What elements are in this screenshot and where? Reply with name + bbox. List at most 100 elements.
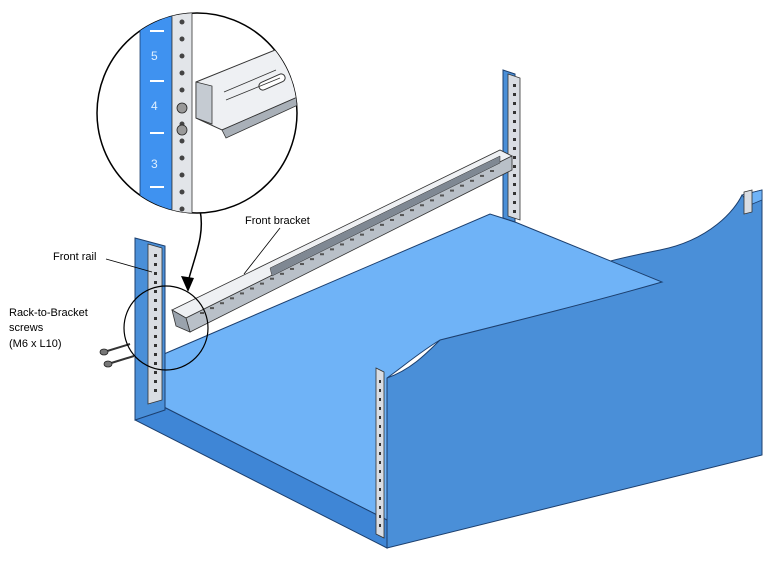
bracket-slot-5 xyxy=(250,287,254,290)
leader-front-rail xyxy=(105,258,153,273)
detail-unit-3: 3 xyxy=(151,157,158,171)
rear-rail-hole-8 xyxy=(513,156,516,159)
bracket-slot-19 xyxy=(390,218,394,221)
front-rail-hole-12 xyxy=(154,362,157,365)
bracket-slot-11 xyxy=(310,258,314,261)
bracket-slot-13 xyxy=(330,248,334,251)
label-front-rail: Front rail xyxy=(53,251,97,263)
detail-hole-11 xyxy=(179,206,185,212)
detail-hole-9 xyxy=(179,172,185,178)
rear-rail-hole-7 xyxy=(513,147,516,150)
rear-rail-hole-1 xyxy=(513,93,516,96)
bracket-slot-17 xyxy=(370,228,374,231)
right-rail-hole-3 xyxy=(379,407,381,410)
bracket-slot-2 xyxy=(220,302,224,305)
detail-hole-1 xyxy=(179,36,185,42)
rear-rail-hole-12 xyxy=(513,192,516,195)
label-front-bracket: Front bracket xyxy=(245,215,310,227)
front-rail-hole-4 xyxy=(154,290,157,293)
bracket-slot-26 xyxy=(460,184,464,187)
bracket-slot-12 xyxy=(320,253,324,256)
rear-rail-hole-2 xyxy=(513,102,516,105)
rear-rail-hole-0 xyxy=(513,84,516,87)
front-rail-holes xyxy=(154,254,157,392)
rear-rail-hole-3 xyxy=(513,111,516,114)
right-rail-hole-8 xyxy=(379,452,381,455)
label-screws-line1: Rack-to-Bracket xyxy=(9,307,88,319)
right-rail-hole-13 xyxy=(379,497,381,500)
rear-rail-hole-6 xyxy=(513,138,516,141)
magnifier-arrow xyxy=(181,209,203,292)
right-rail-hole-5 xyxy=(379,425,381,428)
detail-hole-10 xyxy=(179,189,185,195)
detail-unit-ticks xyxy=(150,30,164,188)
bracket-slot-28 xyxy=(480,174,484,177)
right-rail-hole-2 xyxy=(379,398,381,401)
right-rail-hole-15 xyxy=(379,515,381,518)
detail-hole-7 xyxy=(179,138,185,144)
zoom-region-circle xyxy=(123,285,209,371)
bracket-slots xyxy=(200,170,494,314)
rear-rail-hole-13 xyxy=(513,201,516,204)
detail-slot xyxy=(258,73,286,91)
detail-tick-2 xyxy=(150,132,164,134)
front-rail-hole-14 xyxy=(154,380,157,383)
bracket-slot-14 xyxy=(340,243,344,246)
front-rail-hole-15 xyxy=(154,389,157,392)
detail-rail xyxy=(171,13,193,213)
rear-rail-hole-14 xyxy=(513,210,516,213)
front-rail-hole-2 xyxy=(154,272,157,275)
detail-unit-5: 5 xyxy=(151,49,158,63)
rear-rail-hole-9 xyxy=(513,165,516,168)
bracket-slot-7 xyxy=(270,277,274,280)
right-rail-hole-9 xyxy=(379,461,381,464)
bracket-slot-16 xyxy=(360,233,364,236)
front-rail-hole-8 xyxy=(154,326,157,329)
rear-right-rail-2 xyxy=(743,189,753,215)
screw-lower xyxy=(103,355,135,368)
detail-unit-4: 4 xyxy=(151,99,158,113)
bracket-slot-9 xyxy=(290,267,294,270)
detail-hole-8 xyxy=(179,155,185,161)
bracket-slot-15 xyxy=(350,238,354,241)
bracket-slot-10 xyxy=(300,263,304,266)
front-rail-hole-9 xyxy=(154,335,157,338)
front-rail-hole-11 xyxy=(154,353,157,356)
bracket-slot-24 xyxy=(440,194,444,197)
rack-to-bracket-screws xyxy=(99,343,135,368)
label-screws-line2: screws xyxy=(9,322,44,334)
detail-rack-post xyxy=(139,13,173,213)
front-rail xyxy=(147,243,163,405)
right-rail-hole-0 xyxy=(379,380,381,383)
front-rail-hole-5 xyxy=(154,299,157,302)
right-rail-hole-11 xyxy=(379,479,381,482)
front-rail-hole-0 xyxy=(154,254,157,257)
rack-floor xyxy=(149,213,664,521)
detail-tick-0 xyxy=(150,30,164,32)
bracket-slot-25 xyxy=(450,189,454,192)
front-rail-hole-6 xyxy=(154,308,157,311)
right-rail-hole-4 xyxy=(379,416,381,419)
bracket-slot-6 xyxy=(260,282,264,285)
right-rail-hole-1 xyxy=(379,389,381,392)
front-rail-hole-3 xyxy=(154,281,157,284)
right-rail-hole-16 xyxy=(379,524,381,527)
detail-screw-1 xyxy=(176,102,188,114)
bracket-slot-8 xyxy=(280,272,284,275)
detail-hole-0 xyxy=(179,19,185,25)
label-screws-line3: (M6 x L10) xyxy=(9,338,62,350)
detail-rail-holes xyxy=(179,19,185,212)
bracket-slot-22 xyxy=(420,204,424,207)
bracket-slot-21 xyxy=(410,209,414,212)
right-rail-hole-12 xyxy=(379,488,381,491)
bracket-slot-29 xyxy=(490,170,494,172)
rear-rail-holes xyxy=(513,84,516,213)
leader-front-bracket xyxy=(243,227,281,275)
detail-magnifier: 5 4 3 xyxy=(96,12,298,214)
slide-bracket-front-ear xyxy=(171,309,191,333)
bracket-slot-18 xyxy=(380,223,384,226)
bracket-slot-20 xyxy=(400,214,404,217)
detail-tick-1 xyxy=(150,80,164,82)
detail-hole-3 xyxy=(179,70,185,76)
